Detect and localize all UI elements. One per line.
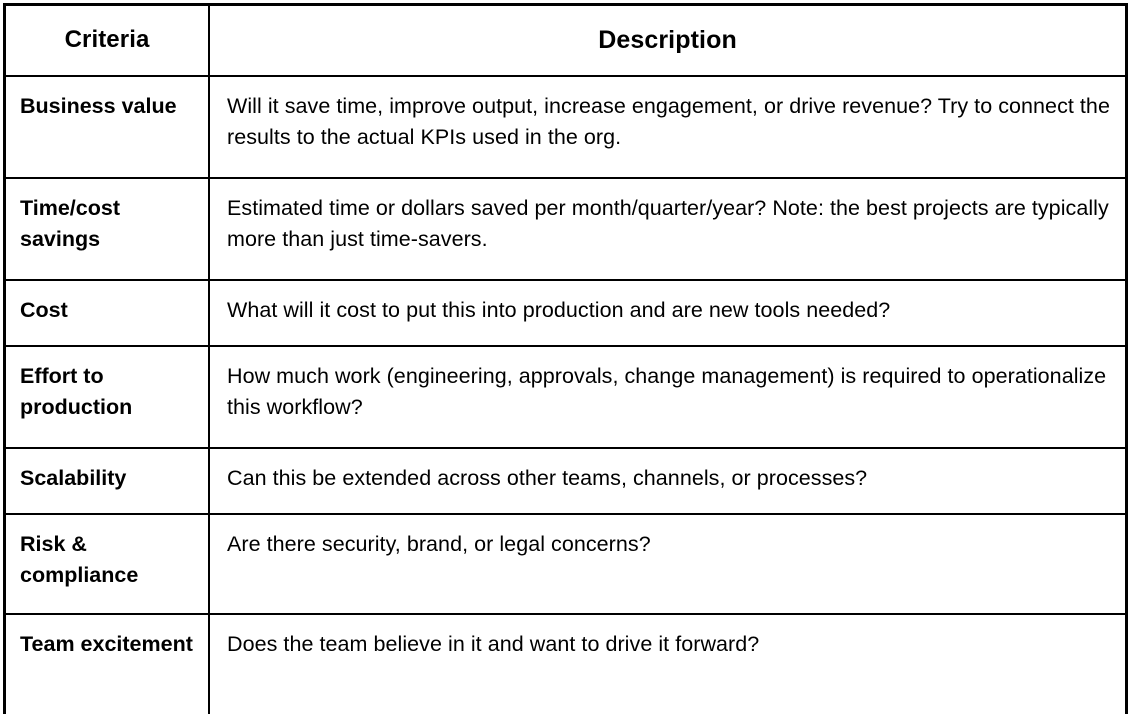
table-header: Criteria Description — [4, 4, 1127, 77]
table-row: Time/cost savings Estimated time or doll… — [4, 177, 1127, 281]
cell-criteria: Scalability — [4, 447, 210, 515]
table-row: Risk & compliance Are there security, br… — [4, 513, 1127, 615]
cell-criteria: Cost — [4, 279, 210, 347]
cell-description: Estimated time or dollars saved per mont… — [208, 177, 1127, 281]
table-row: Effort to production How much work (engi… — [4, 345, 1127, 449]
cell-criteria: Time/cost savings — [4, 177, 210, 281]
column-header-criteria: Criteria — [4, 4, 210, 77]
table-row: Scalability Can this be extended across … — [4, 447, 1127, 515]
cell-description: How much work (engineering, approvals, c… — [208, 345, 1127, 449]
table-row: Business value Will it save time, improv… — [4, 75, 1127, 179]
table-row: Team excitement Does the team believe in… — [4, 613, 1127, 714]
cell-criteria: Business value — [4, 75, 210, 179]
cell-description: Will it save time, improve output, incre… — [208, 75, 1127, 179]
table-body: Business value Will it save time, improv… — [4, 75, 1127, 714]
table-row: Cost What will it cost to put this into … — [4, 279, 1127, 347]
table-header-row: Criteria Description — [4, 4, 1127, 77]
cell-description: Can this be extended across other teams,… — [208, 447, 1127, 515]
cell-description: Does the team believe in it and want to … — [208, 613, 1127, 714]
cell-description: Are there security, brand, or legal conc… — [208, 513, 1127, 615]
cell-description: What will it cost to put this into produ… — [208, 279, 1127, 347]
cell-criteria: Effort to production — [4, 345, 210, 449]
cell-criteria: Team excitement — [4, 613, 210, 714]
cell-criteria: Risk & compliance — [4, 513, 210, 615]
column-header-description: Description — [208, 4, 1127, 77]
criteria-description-table: Criteria Description Business value Will… — [3, 3, 1128, 714]
